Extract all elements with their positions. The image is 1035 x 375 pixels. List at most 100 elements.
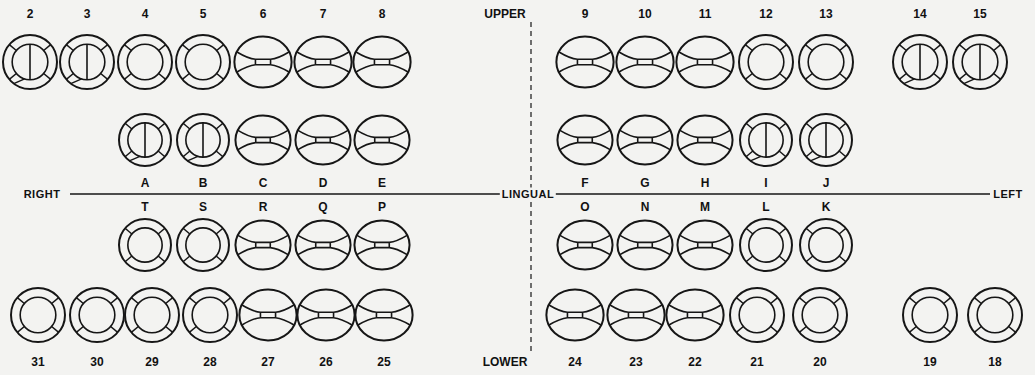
cusp-ridge — [974, 298, 981, 304]
tooth-outline — [546, 290, 603, 341]
tooth-number: S — [197, 200, 209, 214]
tooth-outline — [666, 290, 723, 341]
cusp-ridge — [839, 256, 846, 262]
central-groove — [86, 44, 88, 80]
tooth-outline — [125, 288, 179, 342]
cusp-ridge — [771, 298, 778, 304]
cusp-ridge — [779, 228, 786, 234]
occlusal-table — [20, 297, 56, 333]
tooth-number: 30 — [88, 355, 105, 369]
tooth-number: A — [139, 176, 152, 190]
tooth-outline — [234, 37, 291, 88]
tooth-outline — [297, 290, 354, 341]
tooth-outline — [60, 35, 114, 89]
tooth-outline — [177, 219, 229, 271]
tooth-outline — [617, 116, 672, 165]
incisal-edge — [559, 52, 612, 73]
incisal-edge — [357, 130, 408, 150]
cusp-ridge — [1009, 298, 1016, 304]
incisal-edge — [358, 305, 411, 326]
incisal-edge — [620, 235, 671, 255]
tooth-symbol — [557, 221, 612, 270]
cusp-ridge — [76, 298, 83, 304]
tooth-symbol — [119, 114, 171, 166]
occlusal-table — [128, 228, 162, 262]
cusp-ridge — [994, 45, 1001, 51]
cusp-ridge — [839, 123, 846, 129]
cusp-ridge — [101, 45, 108, 51]
central-groove — [825, 123, 827, 157]
tooth-number: G — [638, 176, 651, 190]
cusp-ridge — [158, 228, 165, 234]
cusp-ridge — [189, 298, 196, 304]
tooth-symbol — [730, 288, 784, 342]
tooth-number: 20 — [811, 355, 828, 369]
tooth-number: 12 — [757, 7, 774, 21]
tooth-number: 22 — [686, 355, 703, 369]
cusp-ridge — [44, 45, 51, 51]
cusp-ridge — [182, 73, 189, 79]
tooth-symbol — [70, 288, 124, 342]
tooth-symbol — [800, 114, 852, 166]
cusp-ridge — [746, 256, 753, 262]
cusp-ridge — [189, 326, 196, 332]
tooth-number: 7 — [318, 7, 329, 21]
tooth-number: P — [376, 200, 388, 214]
occlusal-table — [12, 44, 48, 80]
distal-groove — [187, 156, 197, 160]
cusp-ridge — [158, 151, 165, 157]
cusp-ridge — [934, 73, 941, 79]
tooth-number: 13 — [817, 7, 834, 21]
tooth-symbol — [183, 288, 237, 342]
cusp-ridge — [159, 73, 166, 79]
cusp-ridge — [183, 123, 190, 129]
tooth-symbol — [677, 116, 732, 165]
tooth-symbol — [11, 288, 65, 342]
incisal-edge — [237, 52, 290, 73]
tooth-symbol — [354, 221, 409, 270]
cusp-ridge — [745, 45, 752, 51]
tooth-number: O — [578, 200, 591, 214]
cusp-ridge — [44, 73, 51, 79]
tooth-outline — [183, 288, 237, 342]
cusp-ridge — [125, 123, 132, 129]
cusp-ridge — [944, 298, 951, 304]
tooth-outline — [740, 219, 792, 271]
tooth-number: B — [197, 176, 210, 190]
central-groove — [202, 123, 204, 157]
occlusal-table — [749, 228, 783, 262]
tooth-symbol — [234, 37, 291, 88]
tooth-number: 10 — [636, 7, 653, 21]
tooth-number: 26 — [317, 355, 334, 369]
tooth-number: 25 — [375, 355, 392, 369]
cusp-ridge — [909, 326, 916, 332]
cusp-ridge — [182, 45, 189, 51]
tooth-outline — [355, 290, 412, 341]
tooth-symbol — [235, 116, 290, 165]
tooth-symbol — [739, 35, 793, 89]
tooth-number: 9 — [580, 7, 591, 21]
distal-groove — [14, 79, 25, 84]
tooth-outline — [119, 114, 171, 166]
tooth-outline — [800, 114, 852, 166]
incisal-edge — [680, 235, 731, 255]
tooth-outline — [968, 288, 1022, 342]
cusp-ridge — [158, 256, 165, 262]
occlusal-table — [749, 123, 783, 157]
tooth-symbol — [119, 219, 171, 271]
tooth-outline — [118, 35, 172, 89]
tooth-number: 6 — [258, 7, 269, 21]
occlusal-table — [748, 44, 784, 80]
cusp-ridge — [1009, 326, 1016, 332]
central-groove — [29, 44, 31, 80]
cusp-ridge — [9, 45, 16, 51]
distal-groove — [810, 156, 820, 160]
cusp-ridge — [746, 151, 753, 157]
tooth-number: J — [821, 176, 832, 190]
tooth-outline — [176, 35, 230, 89]
tooth-symbol — [355, 290, 412, 341]
cusp-ridge — [217, 73, 224, 79]
tooth-number: 4 — [140, 7, 151, 21]
cusp-ridge — [224, 326, 231, 332]
cusp-ridge — [899, 73, 906, 79]
